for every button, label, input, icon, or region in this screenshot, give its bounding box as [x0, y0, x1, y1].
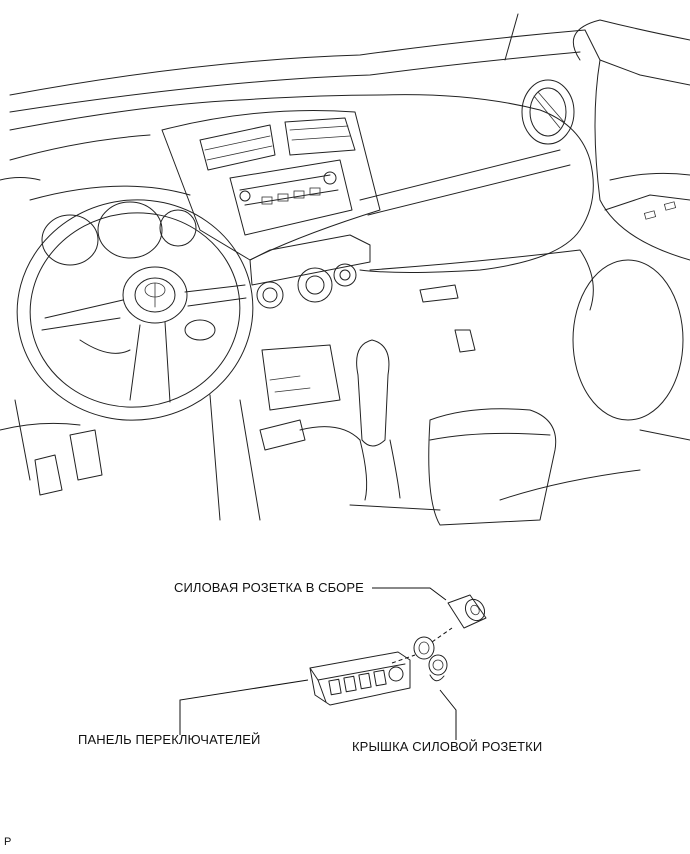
label-power-outlet-cover: КРЫШКА СИЛОВОЙ РОЗЕТКИ: [352, 739, 543, 754]
pedals: [0, 399, 103, 496]
center-console: [161, 109, 381, 309]
figure-code: P: [4, 836, 12, 848]
power-outlet-assembly: [447, 594, 487, 629]
instrument-cluster: [0, 177, 197, 266]
gear-shifter: [209, 339, 557, 526]
label-switch-panel: ПАНЕЛЬ ПЕРЕКЛЮЧАТЕЛЕЙ: [78, 732, 261, 747]
switch-panel: [309, 651, 411, 706]
dashboard-outline: [9, 13, 690, 273]
passenger-dash: [369, 59, 690, 501]
label-power-outlet-assembly: СИЛОВАЯ РОЗЕТКА В СБОРЕ: [174, 580, 364, 595]
right-air-vent: [521, 79, 575, 145]
callout-lines: [179, 587, 457, 740]
outlet-ring: [413, 636, 435, 660]
power-outlet-cover: [428, 654, 448, 682]
steering-wheel: [16, 199, 254, 421]
